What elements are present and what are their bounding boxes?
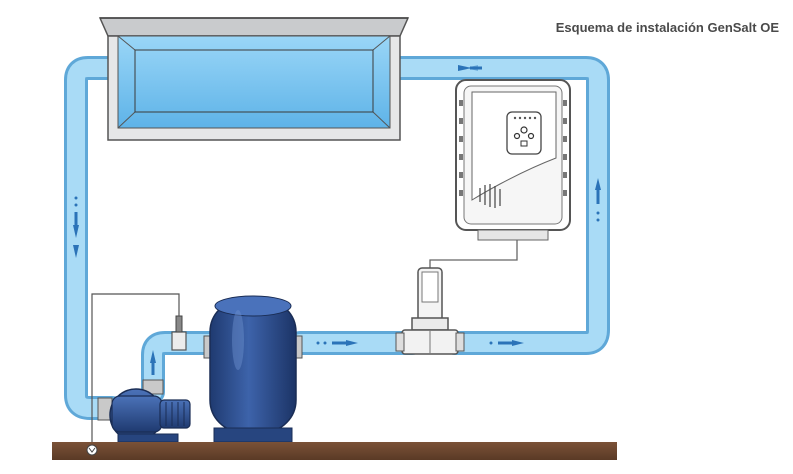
- pipe-network: [64, 56, 610, 420]
- salt-chlorinator-control-unit: [429, 79, 571, 270]
- scheme-title: Esquema de instalación GenSalt OE: [555, 20, 779, 35]
- pump: [97, 379, 191, 443]
- pool: [98, 17, 410, 141]
- electrolysis-cell: [395, 267, 465, 355]
- ground: [52, 442, 617, 460]
- flow-arrows: [73, 65, 601, 375]
- probe-sensor: [91, 293, 187, 448]
- sand-filter: [203, 295, 303, 443]
